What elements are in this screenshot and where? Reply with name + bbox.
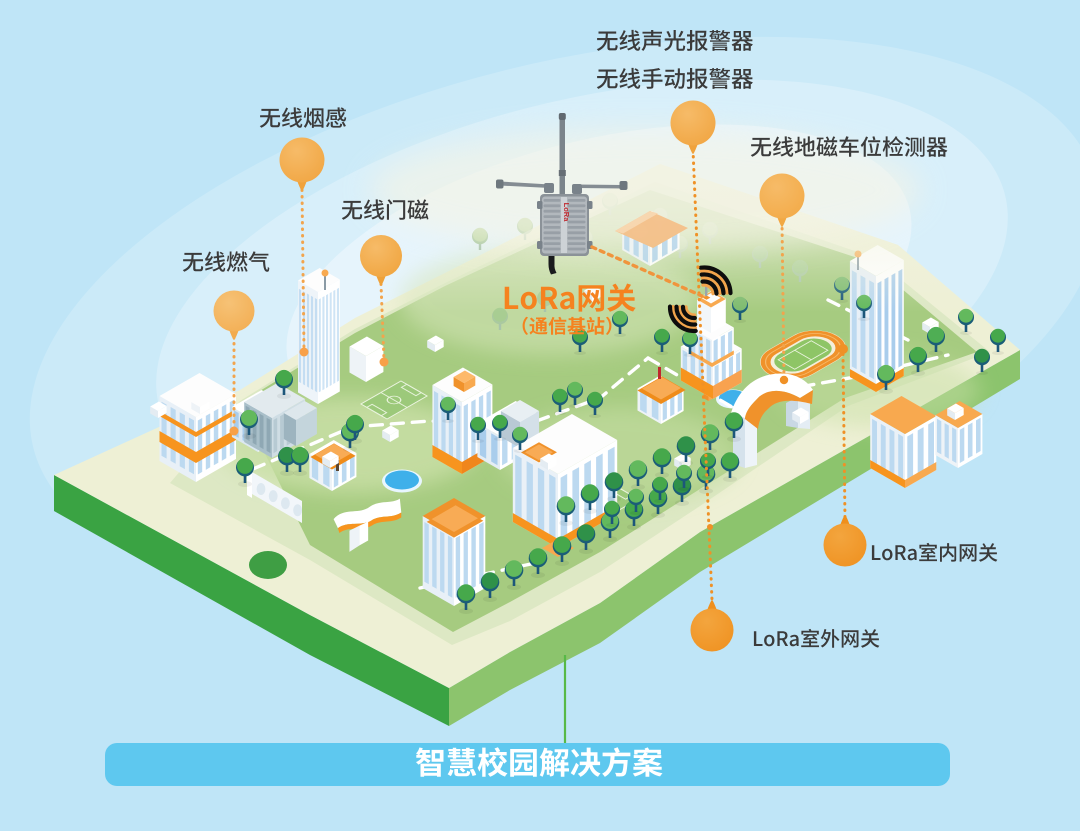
svg-text:LoRa: LoRa bbox=[562, 203, 571, 223]
